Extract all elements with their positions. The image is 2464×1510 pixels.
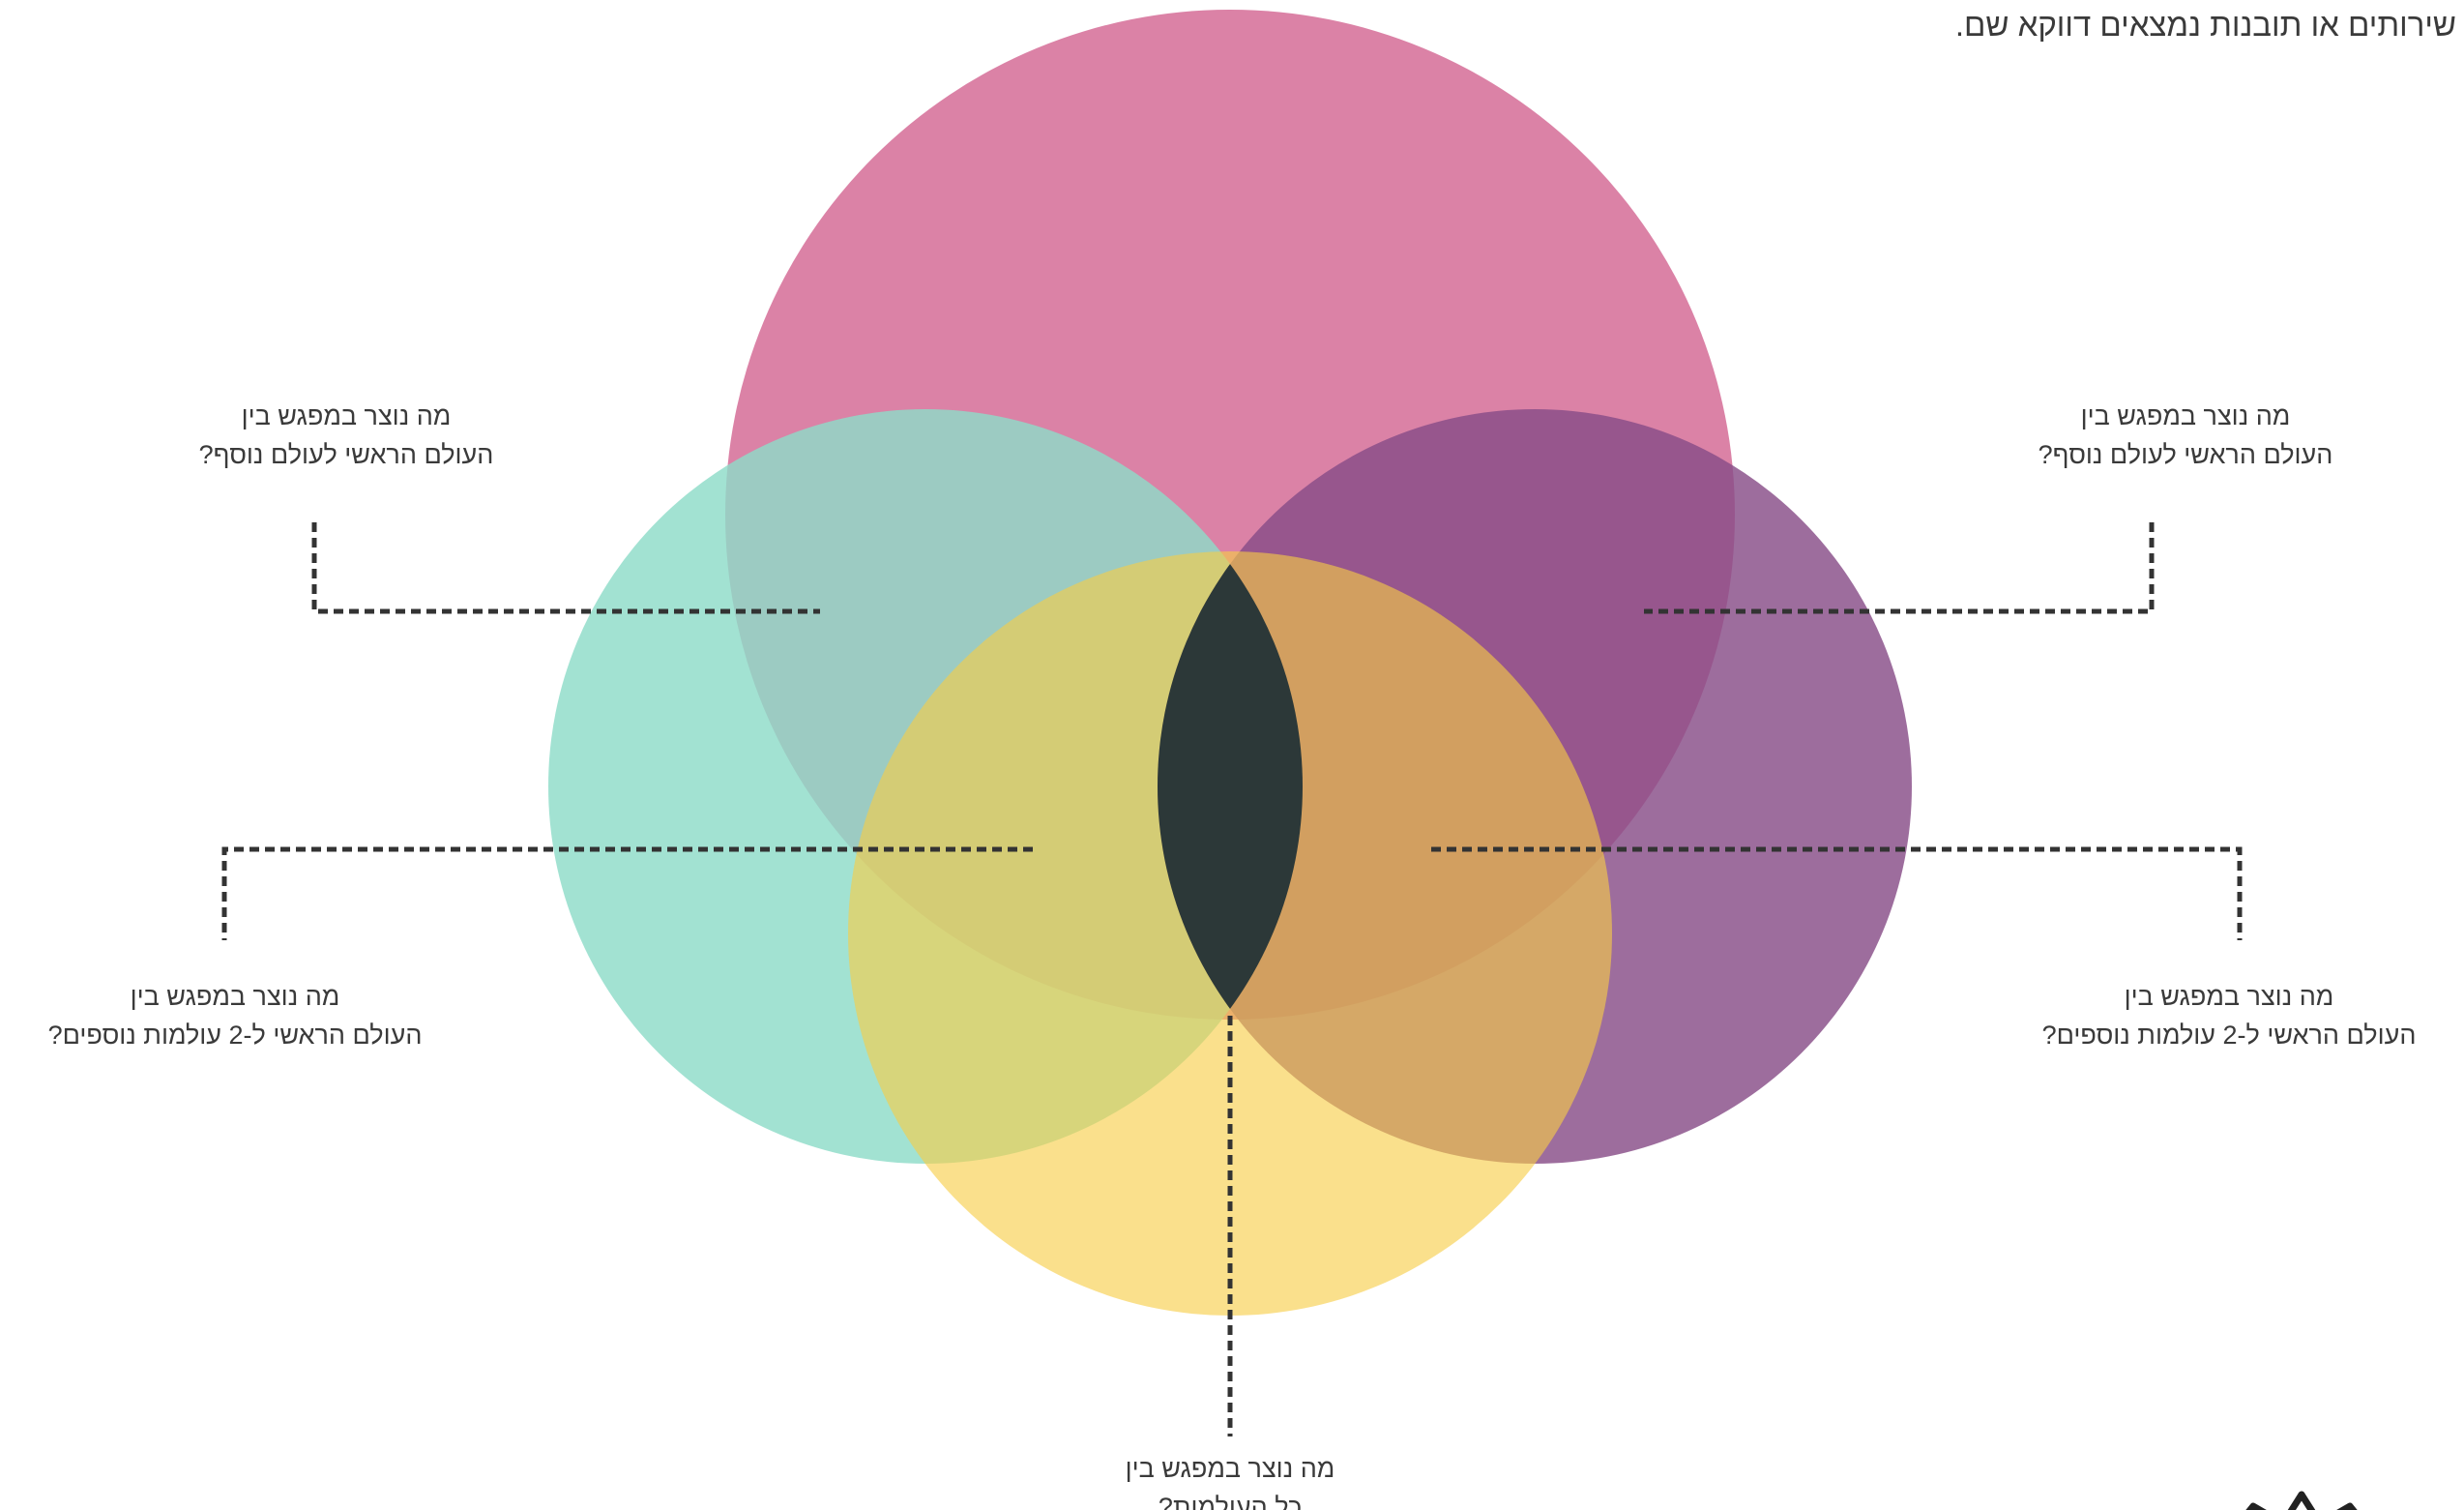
- label-upper-left-line2: העולם הראשי לעולם נוסף?: [198, 440, 494, 469]
- label-upper-left-line1: מה נוצר במפגש בין: [241, 401, 452, 430]
- label-upper-right-line1: מה נוצר במפגש בין: [2080, 401, 2291, 430]
- label-upper-left: מה נוצר במפגש בין העולם הראשי לעולם נוסף…: [143, 397, 549, 474]
- leader-line-lower-left: [221, 846, 1033, 940]
- label-bottom: מה נוצר במפגש בין כל העולמות?: [1085, 1449, 1375, 1510]
- label-lower-right: מה נוצר במפגש בין העולם הראשי ל-2 עולמות…: [2002, 977, 2456, 1054]
- label-bottom-line1: מה נוצר במפגש בין: [1125, 1454, 1335, 1483]
- label-lower-left-line2: העולם הראשי ל-2 עולמות נוספים?: [47, 1021, 423, 1050]
- label-lower-right-line2: העולם הראשי ל-2 עולמות נוספים?: [2041, 1021, 2417, 1050]
- leader-line-lower-right: [1431, 846, 2243, 940]
- label-lower-right-line1: מה נוצר במפגש בין: [2124, 982, 2334, 1011]
- header-note: שירותים או תובנות נמצאים דווקא שם.: [1954, 7, 2456, 43]
- label-lower-left-line1: מה נוצר במפגש בין: [130, 982, 340, 1011]
- label-upper-right: מה נוצר במפגש בין העולם הראשי לעולם נוסף…: [1982, 397, 2389, 474]
- label-lower-left: מה נוצר במפגש בין העולם הראשי ל-2 עולמות…: [8, 977, 462, 1054]
- crown-logo-icon: [2245, 1491, 2358, 1510]
- label-upper-right-line2: העולם הראשי לעולם נוסף?: [2038, 440, 2333, 469]
- label-bottom-line2: כל העולמות?: [1158, 1493, 1303, 1510]
- leader-line-upper-right: [1644, 522, 2155, 614]
- leader-line-upper-left: [311, 522, 820, 614]
